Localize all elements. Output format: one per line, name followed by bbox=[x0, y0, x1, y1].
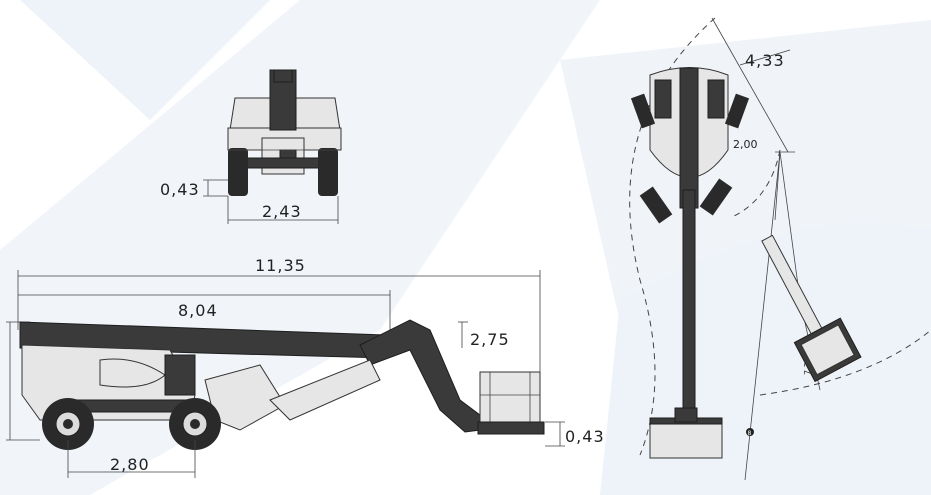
front-ground-clearance-label: 0,43 bbox=[160, 180, 200, 199]
inner-turning-radius-label: 2,00 bbox=[733, 138, 758, 151]
top-front-left-wheel bbox=[639, 186, 673, 224]
side-view: 11,35 8,04 bbox=[6, 256, 605, 478]
front-left-wheel bbox=[228, 148, 248, 196]
reference-marker bbox=[746, 428, 754, 436]
front-view: 0,43 2,43 bbox=[160, 69, 342, 224]
outer-turning-radius-label: 4,33 bbox=[745, 51, 785, 70]
outer-turning-arc-right bbox=[759, 329, 931, 396]
platform-height-label: 0,43 bbox=[565, 427, 605, 446]
top-view-platform bbox=[649, 417, 723, 459]
top-rear-right-wheel bbox=[724, 93, 750, 129]
front-right-wheel bbox=[318, 148, 338, 196]
wheelbase-label: 2,80 bbox=[110, 455, 150, 474]
overall-length-label: 11,35 bbox=[255, 256, 306, 275]
jib-height-label: 2,75 bbox=[470, 330, 510, 349]
top-rear-left-wheel bbox=[630, 93, 656, 129]
turret bbox=[164, 354, 196, 396]
front-width-label: 2,43 bbox=[262, 202, 302, 221]
inner-turning-arc bbox=[729, 149, 781, 219]
top-view: 4,33 2,00 7,34 m bbox=[629, 17, 931, 481]
top-front-right-wheel bbox=[699, 178, 733, 216]
reference-marker-label: 8 bbox=[748, 430, 752, 437]
stowed-boom-length-label: 8,04 bbox=[178, 301, 218, 320]
top-view-boom bbox=[682, 189, 696, 411]
